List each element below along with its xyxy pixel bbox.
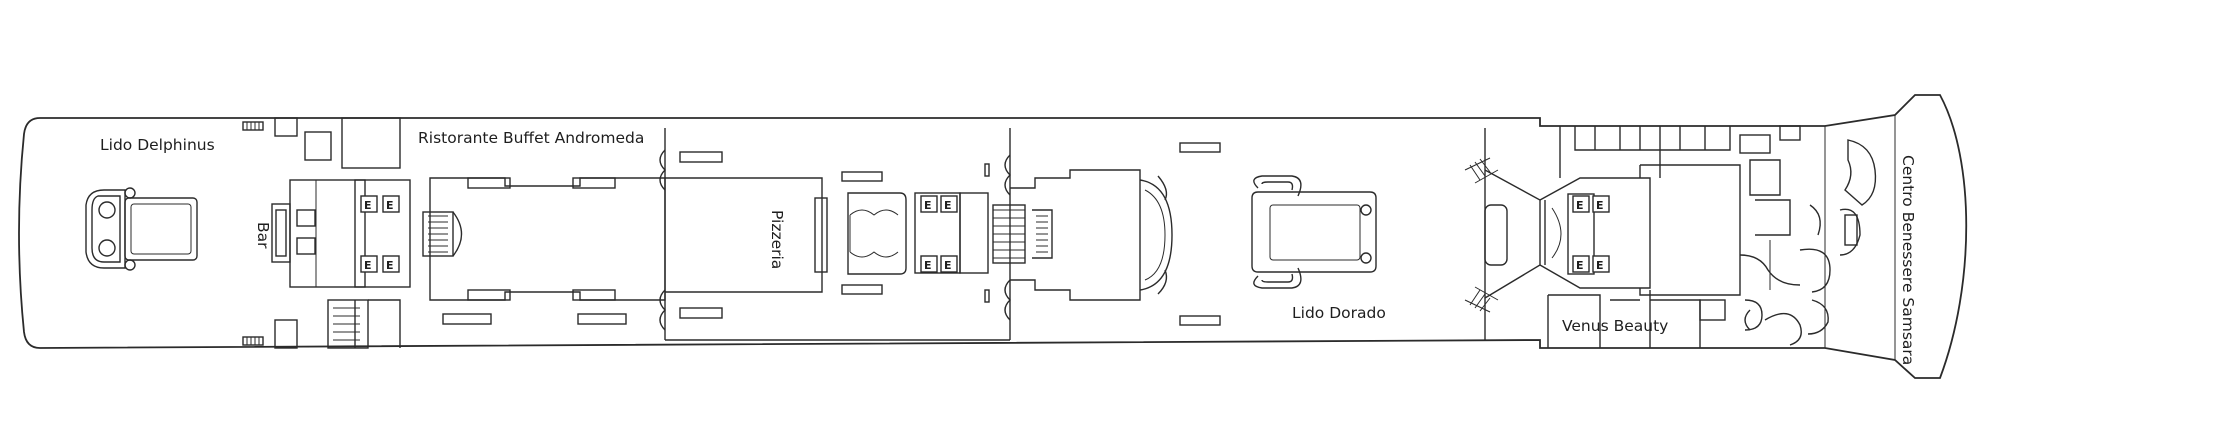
label-bar: Bar bbox=[254, 222, 272, 249]
elevator-box bbox=[940, 255, 958, 273]
central-elevators bbox=[914, 163, 1026, 303]
label-centro-benessere-samsara: Centro Benessere Samsara bbox=[1899, 155, 1917, 365]
label-venus-beauty: Venus Beauty bbox=[1562, 317, 1668, 335]
label-lido-dorado: Lido Dorado bbox=[1292, 304, 1386, 322]
elevator-group-mid: E E E E bbox=[920, 195, 958, 273]
buffet-andromeda-area bbox=[429, 128, 723, 340]
elevator-label: E bbox=[1596, 259, 1604, 272]
stair-diagonal-top bbox=[1464, 157, 1499, 184]
elevator-box bbox=[1572, 195, 1590, 213]
elevator-box bbox=[1592, 255, 1610, 273]
elevator-label: E bbox=[944, 259, 952, 272]
elevator-box bbox=[360, 195, 378, 213]
elevator-label: E bbox=[1576, 259, 1584, 272]
elevator-label: E bbox=[386, 259, 394, 272]
spa-complex bbox=[1547, 125, 1877, 348]
elevator-box bbox=[382, 195, 400, 213]
elevator-label: E bbox=[924, 199, 932, 212]
lido-delphinus-area bbox=[85, 117, 401, 349]
aft-core bbox=[327, 179, 463, 349]
elevator-group-forward: E E E E bbox=[1572, 195, 1610, 273]
elevator-box bbox=[920, 195, 938, 213]
elevator-group-aft: E E E E bbox=[360, 195, 400, 273]
elevator-box bbox=[382, 255, 400, 273]
label-pizzeria: Pizzeria bbox=[768, 210, 786, 269]
elevator-box bbox=[940, 195, 958, 213]
elevator-label: E bbox=[364, 199, 372, 212]
forward-section bbox=[1464, 128, 1651, 340]
midship-core bbox=[841, 171, 907, 295]
label-ristorante-buffet-andromeda: Ristorante Buffet Andromeda bbox=[418, 129, 644, 147]
elevator-label: E bbox=[924, 259, 932, 272]
elevator-label: E bbox=[1576, 199, 1584, 212]
elevator-box bbox=[360, 255, 378, 273]
stern-pool bbox=[85, 187, 198, 271]
elevator-label: E bbox=[1596, 199, 1604, 212]
label-lido-delphinus: Lido Delphinus bbox=[100, 136, 215, 154]
bar-block bbox=[271, 179, 366, 288]
elevator-box bbox=[920, 255, 938, 273]
pizzeria-area bbox=[665, 177, 1010, 341]
central-hall bbox=[1004, 128, 1221, 340]
stair-diagonal-bottom bbox=[1464, 286, 1499, 313]
elevator-label: E bbox=[944, 199, 952, 212]
elevator-label: E bbox=[364, 259, 372, 272]
stern-deck-fixtures bbox=[242, 117, 401, 349]
lido-dorado-pool bbox=[1251, 175, 1377, 289]
elevator-box bbox=[1572, 255, 1590, 273]
elevator-label: E bbox=[386, 199, 394, 212]
elevator-box bbox=[1592, 195, 1610, 213]
hull-outline bbox=[18, 94, 1968, 379]
